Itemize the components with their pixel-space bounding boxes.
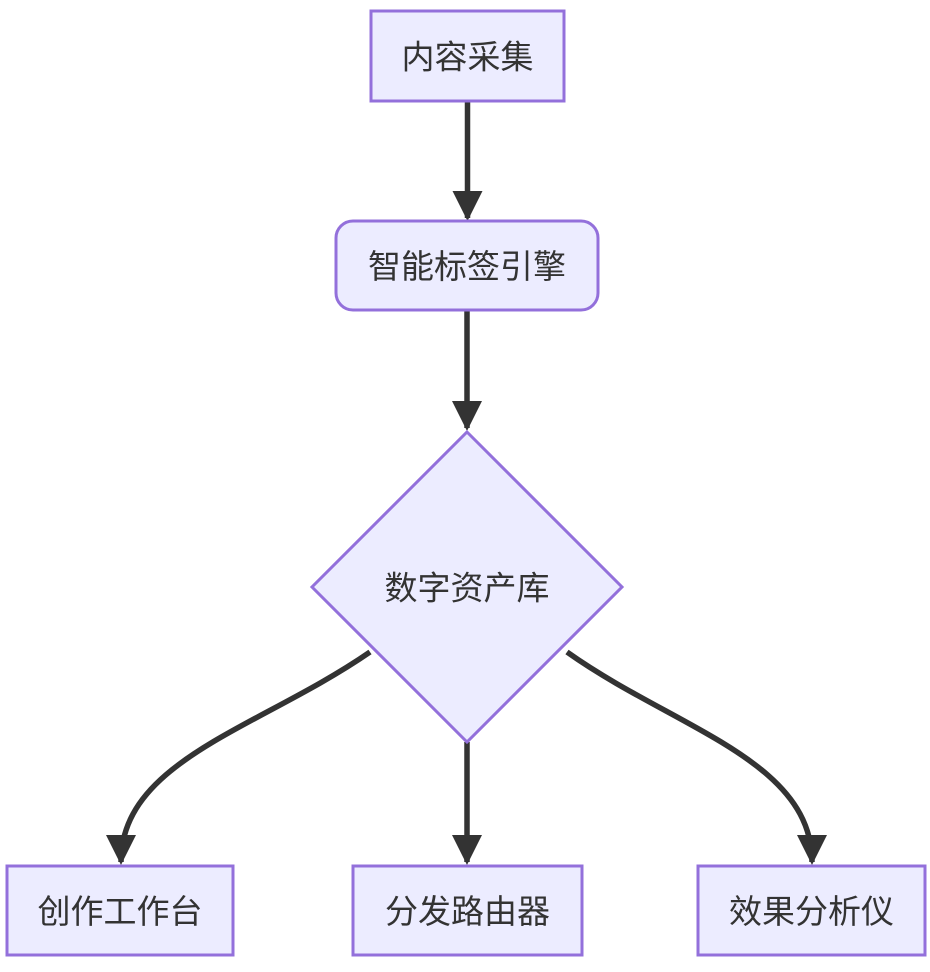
node-content-collection-shape <box>369 9 566 103</box>
edge-digital-asset-library-to-creation-workbench <box>106 649 372 865</box>
node-creation-workbench-label: 创作工作台 <box>38 893 203 930</box>
node-creation-workbench: 创作工作台 <box>5 864 235 957</box>
node-distribution-router: 分发路由器 <box>351 864 584 957</box>
node-digital-asset-library-label: 数字资产库 <box>385 570 550 607</box>
node-distribution-router-shape <box>351 864 584 957</box>
node-smart-tag-engine: 智能标签引擎 <box>334 219 600 312</box>
node-digital-asset-library-shape <box>309 429 625 745</box>
node-digital-asset-library: 数字资产库 <box>309 429 625 745</box>
node-distribution-router-label: 分发路由器 <box>385 893 550 930</box>
node-effect-analyzer-shape <box>696 864 927 957</box>
node-smart-tag-engine-shape <box>334 219 600 312</box>
node-content-collection: 内容采集 <box>369 9 566 103</box>
node-content-collection-label: 内容采集 <box>402 39 534 76</box>
node-smart-tag-engine-label: 智能标签引擎 <box>368 248 566 285</box>
node-creation-workbench-shape <box>5 864 235 957</box>
node-effect-analyzer-label: 效果分析仪 <box>729 893 894 930</box>
edge-digital-asset-library-to-effect-analyzer <box>565 649 827 865</box>
edge-layer <box>106 101 827 865</box>
node-effect-analyzer: 效果分析仪 <box>696 864 927 957</box>
